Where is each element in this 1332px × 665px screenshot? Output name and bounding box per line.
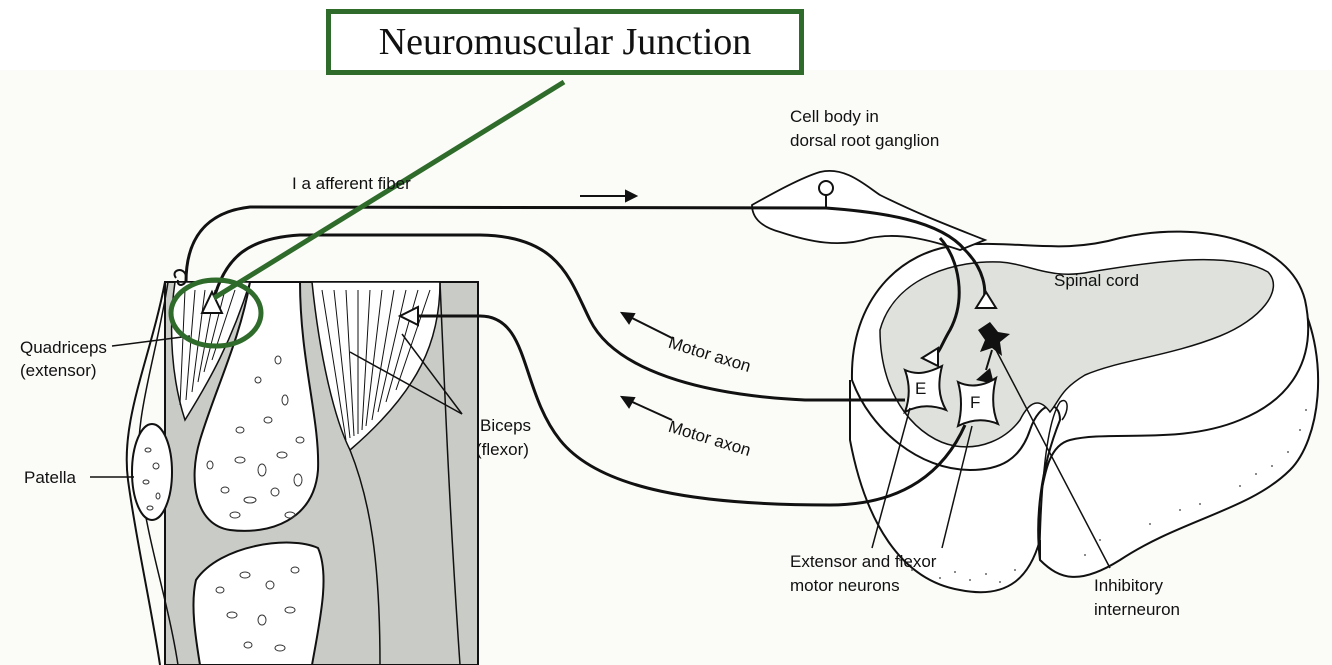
leader-motor-neurons-f: [941, 425, 973, 549]
motor-neuron-e-cell: [903, 364, 949, 415]
leader-inhibitory: [995, 349, 1111, 569]
afferent-fiber-label: I a afferent fiber: [292, 174, 411, 193]
cell-body-marker: [818, 180, 834, 196]
quadriceps-muscle: [170, 281, 252, 422]
patella-label: Patella: [24, 468, 76, 487]
interneuron-axon: [985, 349, 993, 371]
patella-bone: [131, 423, 173, 521]
neuron-e-label: E: [915, 379, 927, 398]
tibia-trabeculae: [215, 566, 300, 652]
neuron-f-label: F: [970, 393, 981, 412]
motor-neuron-f-cell: [956, 375, 1000, 428]
junction-highlight-ring: [168, 277, 264, 349]
terminal-afferent-f: [974, 290, 998, 309]
nerve-fibers: [184, 205, 987, 507]
terminal-quadriceps: [200, 289, 224, 314]
neuromuscular-junction-callout: Neuromuscular Junction: [326, 9, 804, 75]
direction-arrows: [580, 189, 673, 421]
knee-section: [125, 281, 479, 665]
motor-arrow-2: [627, 399, 673, 421]
inhibitory-interneuron-cell: [978, 322, 1010, 356]
leader-biceps-1: [349, 351, 463, 415]
spinal-cord-label: Spinal cord: [1054, 271, 1140, 290]
motor-neurons-label-line1: Extensor and flexor: [790, 552, 937, 571]
terminal-afferent-e: [919, 346, 939, 368]
leader-motor-neurons-e: [871, 407, 911, 549]
terminal-biceps: [397, 305, 419, 327]
motor-axon-extensor: [211, 233, 905, 402]
biceps-fibers: [321, 289, 431, 441]
motor-arrow-1: [627, 315, 673, 339]
leader-lines: [90, 333, 1111, 569]
afferent-branch-e: [936, 236, 961, 354]
quadriceps-label-line2: (extensor): [20, 361, 97, 380]
cell-body-label-line2: dorsal root ganglion: [790, 131, 940, 150]
motor-arrow-2-head: [619, 395, 636, 409]
spindle-coil: [173, 269, 188, 286]
afferent-fiber: [184, 205, 987, 301]
cord-stipple: [899, 409, 1307, 583]
motor-arrow-1-head: [619, 311, 636, 325]
femur-trabeculae: [206, 355, 305, 519]
leader-biceps-2: [401, 333, 463, 415]
posterior-contour-2: [439, 281, 461, 665]
tibia: [192, 541, 325, 665]
terminal-inhibitory: [976, 368, 994, 384]
front-skin: [125, 281, 166, 665]
biceps-label-line1: Biceps: [480, 416, 532, 435]
inhibitory-label-line1: Inhibitory: [1094, 576, 1163, 595]
callout-title: Neuromuscular Junction: [378, 21, 752, 63]
patella-trabeculae: [142, 447, 161, 511]
afferent-arrow-head: [625, 189, 639, 203]
posterior-contour: [349, 449, 381, 665]
dorsal-root-ganglion: [751, 169, 988, 251]
cell-body-label-line1: Cell body in: [790, 107, 879, 126]
ventral-fissure: [1039, 399, 1068, 541]
femur: [193, 281, 320, 532]
biceps-label-line2: (flexor): [476, 440, 529, 459]
motor-axon-flexor: [418, 314, 967, 507]
callout-leader: [212, 79, 566, 301]
leader-quadriceps: [111, 335, 191, 347]
inhibitory-label-line2: interneuron: [1094, 600, 1181, 619]
motor-neurons-label-line2: motor neurons: [790, 576, 900, 595]
quadriceps-label-line1: Quadriceps: [20, 338, 107, 357]
